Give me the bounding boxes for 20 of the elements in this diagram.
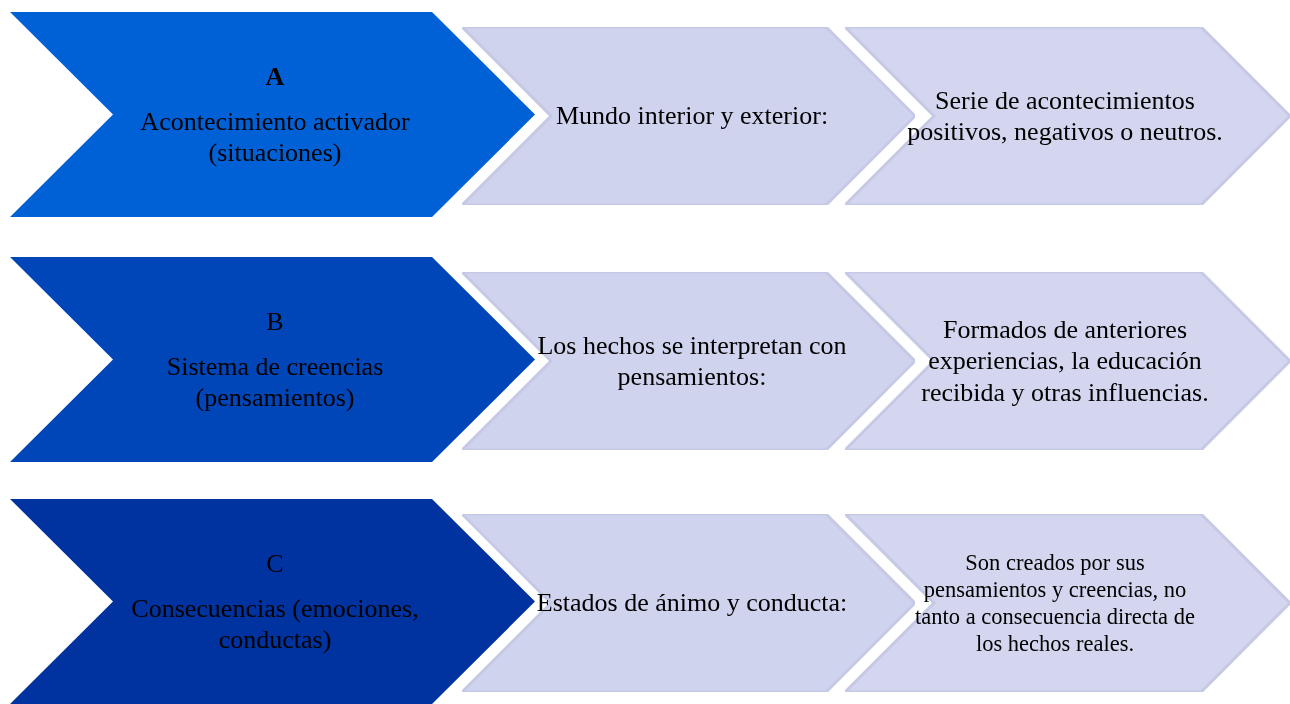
step-letter: A xyxy=(265,60,285,92)
step-description: Son creados por sus pensamientos y creencias, no tanto a consecuencia directa de los hechos reales. xyxy=(914,549,1196,657)
step-description: Mundo interior y exterior: xyxy=(555,100,829,132)
chevron-step xyxy=(845,27,1290,205)
step-description: Los hechos se interpretan con pensamientos: xyxy=(536,329,848,393)
chevron-step xyxy=(10,12,535,217)
chevron-step xyxy=(10,499,535,704)
chevron-step xyxy=(462,514,915,692)
chevron-step xyxy=(10,257,535,462)
chevron-step xyxy=(462,272,915,450)
step-description: Formados de anteriores experiencias, la educación recibida y otras influencias. xyxy=(920,314,1210,408)
step-description: Serie de acontecimientos positivos, negativos o neutros. xyxy=(906,84,1224,148)
chevron-step xyxy=(845,272,1290,450)
step-title: Consecuencias (emociones, conductas) xyxy=(130,592,420,656)
step-description: Estados de ánimo y conducta: xyxy=(536,587,848,619)
step-title: Acontecimiento activador (situaciones) xyxy=(139,105,411,169)
step-title: Sistema de creencias (pensamientos) xyxy=(165,350,385,414)
step-letter: B xyxy=(266,305,284,337)
step-letter: C xyxy=(266,547,284,579)
chevron-step xyxy=(845,514,1290,692)
